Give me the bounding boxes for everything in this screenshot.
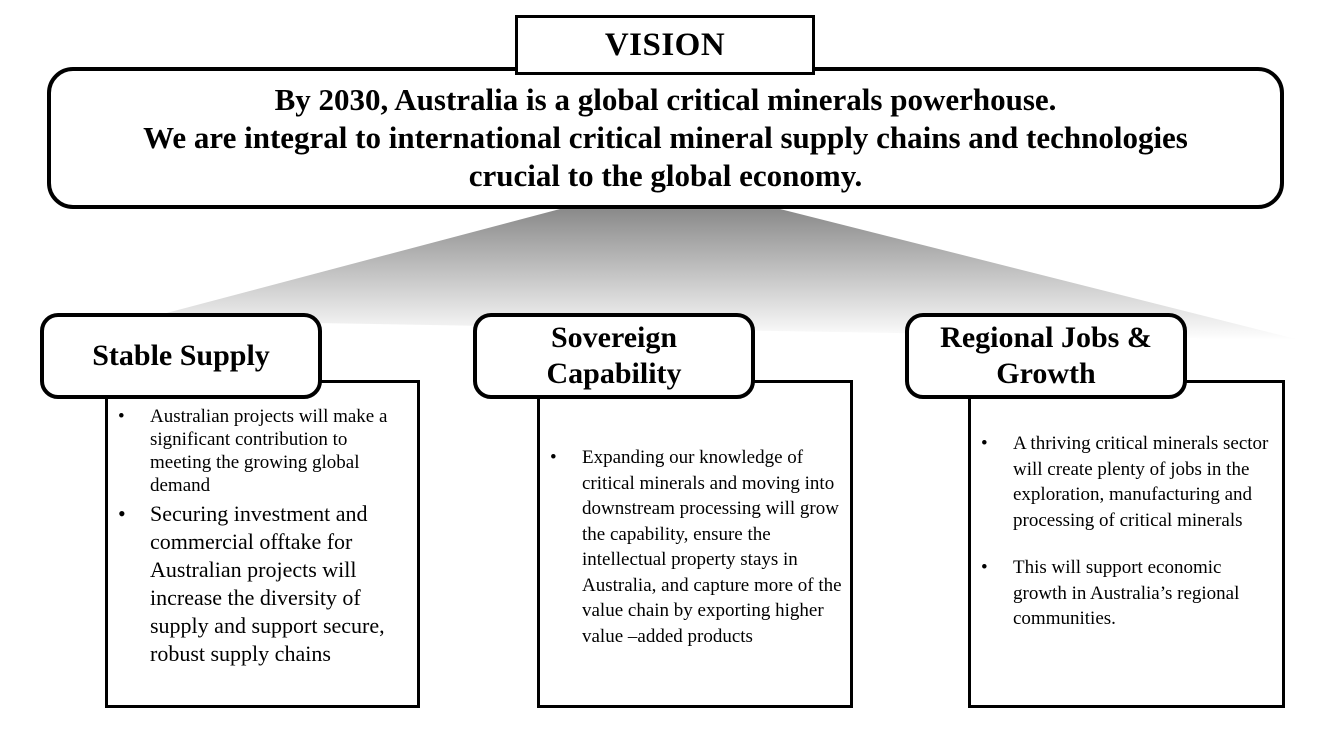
bullet-text: Australian projects will make a signific… <box>150 406 388 496</box>
bullet-icon: • <box>118 501 126 526</box>
pillar-title-line: Regional Jobs & <box>940 321 1152 354</box>
vision-line: crucial to the global economy. <box>468 158 863 193</box>
bullet-icon: • <box>550 447 557 468</box>
pillar-title-line: Capability <box>546 357 682 390</box>
bullet-icon: • <box>981 557 988 578</box>
vision-line: We are integral to international critica… <box>143 120 1188 155</box>
list-item: • A thriving critical minerals sector wi… <box>971 431 1274 533</box>
bullet-text: Securing investment and commercial offta… <box>150 501 385 666</box>
bullet-text: This will support economic growth in Aus… <box>1013 557 1240 629</box>
pillar-title-sovereign-capability: Sovereign Capability <box>473 313 755 399</box>
list-item: • Australian projects will make a signif… <box>108 405 409 497</box>
list-item: • This will support economic growth in A… <box>971 555 1274 632</box>
pillar-title-line: Growth <box>996 357 1096 390</box>
bullet-text: A thriving critical minerals sector will… <box>1013 433 1269 531</box>
list-item: • Securing investment and commercial off… <box>108 500 409 668</box>
pillar-title-line: Sovereign <box>550 321 678 354</box>
pillar-body-stable-supply: • Australian projects will make a signif… <box>105 380 420 708</box>
bullet-icon: • <box>118 406 125 427</box>
pillar-body-sovereign-capability: • Expanding our knowledge of critical mi… <box>537 380 853 708</box>
vision-line: By 2030, Australia is a global critical … <box>274 82 1057 117</box>
bullet-icon: • <box>981 433 988 454</box>
vision-tab: VISION <box>515 15 815 75</box>
pillar-body-regional-jobs-growth: • A thriving critical minerals sector wi… <box>968 380 1285 708</box>
pillar-title-stable-supply: Stable Supply <box>40 313 322 399</box>
bullet-text: Expanding our knowledge of critical mine… <box>582 447 842 647</box>
list-item: • Expanding our knowledge of critical mi… <box>540 445 842 649</box>
pillar-title-regional-jobs-growth: Regional Jobs & Growth <box>905 313 1187 399</box>
pillar-title-line: Stable Supply <box>92 339 270 372</box>
vision-statement: By 2030, Australia is a global critical … <box>47 67 1284 209</box>
